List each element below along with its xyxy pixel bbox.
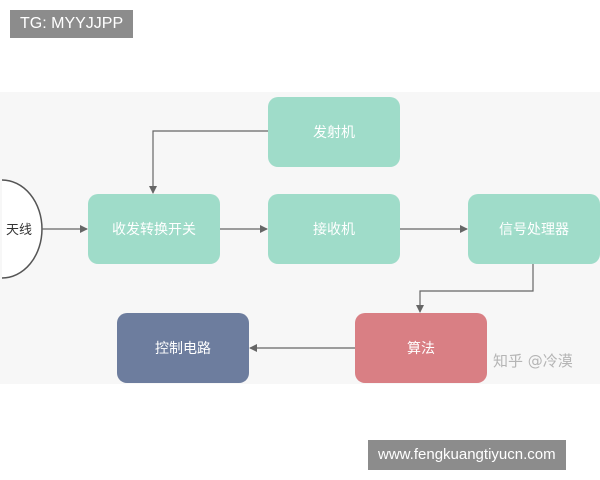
source-credit: 知乎 @冷漠 [493, 352, 573, 370]
node-algorithm: 算法 [355, 313, 487, 383]
node-receiver: 接收机 [268, 194, 400, 264]
antenna-label: 天线 [6, 223, 33, 238]
node-tr-switch: 收发转换开关 [88, 194, 220, 264]
watermark-url: www.fengkuangtiyucn.com [368, 440, 566, 470]
watermark-top-left: TG: MYYJJPP [10, 10, 134, 38]
antenna-shape [1, 179, 43, 279]
arrow-transmitter-to-switch [149, 130, 268, 194]
node-transmitter: 发射机 [268, 97, 400, 167]
node-control-circuit: 控制电路 [117, 313, 249, 383]
node-signal-processor: 信号处理器 [468, 194, 600, 264]
arrow-signal-to-algorithm [416, 264, 534, 313]
